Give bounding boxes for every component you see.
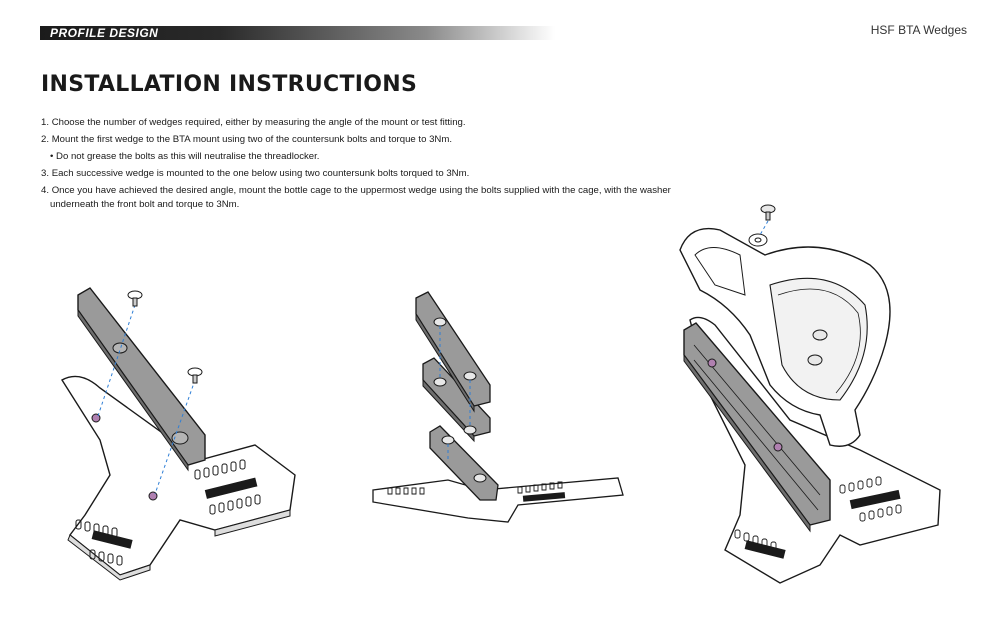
step-2: 2. Mount the first wedge to the BTA moun… xyxy=(41,134,453,145)
step-1: 1. Choose the number of wedges required,… xyxy=(41,117,466,128)
step-2-note: • Do not grease the bolts as this will n… xyxy=(50,151,320,162)
step-4: 4. Once you have achieved the desired an… xyxy=(41,185,671,210)
header-bar xyxy=(40,26,555,40)
figure-bottle-cage-mounted xyxy=(670,195,960,590)
figure-single-wedge xyxy=(40,270,320,590)
brand-logo: PROFILE DESIGN xyxy=(50,26,159,40)
instruction-steps: 1. Choose the number of wedges required,… xyxy=(41,116,681,215)
figure-stacked-wedges xyxy=(368,290,628,530)
page-title: INSTALLATION INSTRUCTIONS xyxy=(41,72,418,97)
step-3: 3. Each successive wedge is mounted to t… xyxy=(41,168,470,179)
document-title: HSF BTA Wedges xyxy=(870,23,967,37)
